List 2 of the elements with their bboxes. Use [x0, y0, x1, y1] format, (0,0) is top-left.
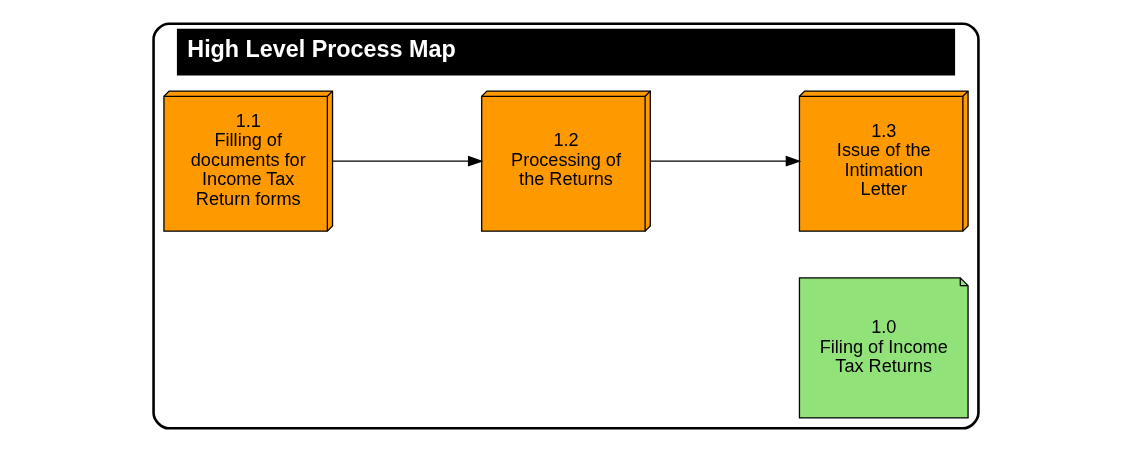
arrow	[649, 155, 802, 167]
arrow	[332, 155, 484, 167]
